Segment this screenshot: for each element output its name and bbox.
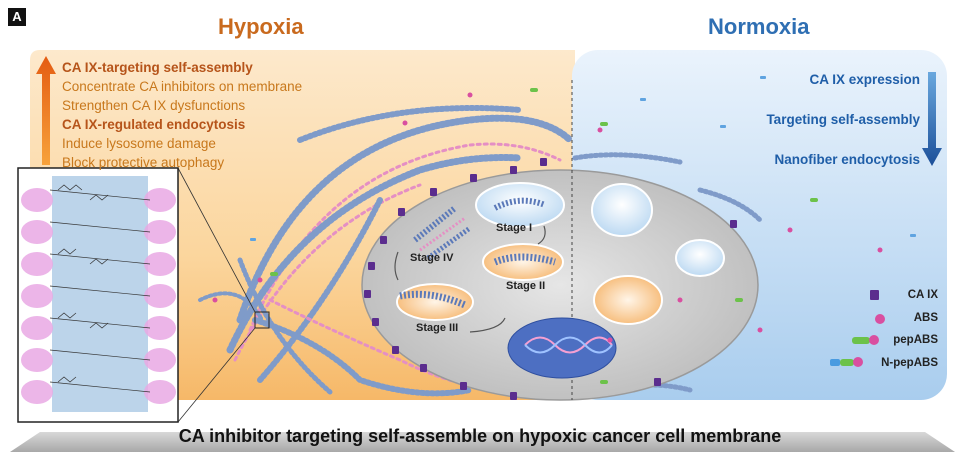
up-arrow-icon <box>36 56 56 165</box>
internalized-fibers <box>399 197 556 309</box>
hypoxia-item: CA IX-targeting self-assembly <box>62 60 253 75</box>
vesicle-normoxia-3 <box>593 275 663 325</box>
hypoxia-header: Hypoxia <box>218 14 304 39</box>
stage-i-vesicle <box>475 182 565 228</box>
legend-n-pepabs: N-pepABS <box>881 357 938 369</box>
normoxia-header: Normoxia <box>708 14 810 39</box>
vesicle-normoxia-1 <box>591 183 653 237</box>
stage-i-label: Stage I <box>496 222 533 234</box>
zoom-source-box <box>254 311 270 329</box>
caix-icon <box>870 290 879 300</box>
stage-ii-vesicle <box>482 243 564 281</box>
normoxia-item: Targeting self-assembly <box>766 112 920 127</box>
normoxia-item: Nanofiber endocytosis <box>774 152 920 167</box>
dna-strand <box>524 336 613 354</box>
down-arrow-icon <box>922 72 942 166</box>
stage-ii-label: Stage II <box>506 280 546 292</box>
stage-iv-label: Stage IV <box>410 252 454 264</box>
zoom-line-bottom <box>177 327 256 423</box>
hypoxia-item: Strengthen CA IX dysfunctions <box>62 98 246 113</box>
hypoxia-item: Induce lysosome damage <box>62 136 216 151</box>
stage-arrows <box>394 225 546 333</box>
caix-receptors <box>364 158 737 400</box>
hypoxia-item: CA IX-regulated endocytosis <box>62 117 246 132</box>
zoom-line-top <box>177 167 256 313</box>
hypoxia-list: CA IX-targeting self-assembly Concentrat… <box>62 58 302 172</box>
nucleus <box>507 317 617 379</box>
legend-pepabs: pepABS <box>893 334 938 346</box>
panel-label: A <box>8 8 26 26</box>
base-platform <box>10 432 955 452</box>
hypoxia-item: Block protective autophagy <box>62 155 225 170</box>
zoom-inset <box>17 167 179 423</box>
stage-iii-vesicle <box>396 283 474 321</box>
legend-abs: ABS <box>913 312 938 324</box>
free-molecules <box>212 76 916 384</box>
stage-iii-label: Stage III <box>416 322 459 334</box>
pepabs-icon <box>852 335 879 345</box>
vesicle-normoxia-2 <box>675 239 725 277</box>
abs-icon <box>875 314 885 324</box>
normoxia-item: CA IX expression <box>809 72 920 87</box>
figure-caption: CA inhibitor targeting self-assemble on … <box>178 426 782 446</box>
cancer-cell <box>361 169 759 401</box>
legend-caix: CA IX <box>907 289 938 301</box>
n-pepabs-icon <box>830 357 863 367</box>
hypoxia-item: Concentrate CA inhibitors on membrane <box>62 79 303 94</box>
